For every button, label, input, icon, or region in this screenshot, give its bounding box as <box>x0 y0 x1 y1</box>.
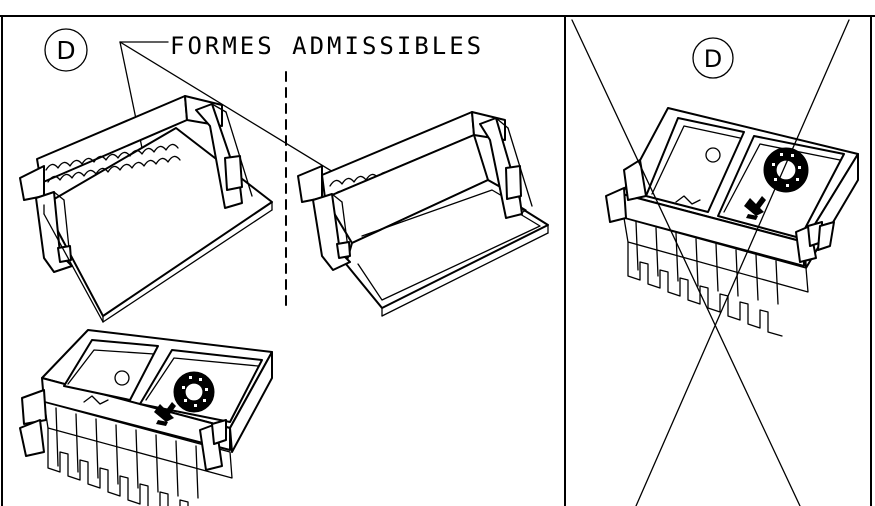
part-open-tray-left <box>19 95 273 323</box>
callout-d-right: D <box>692 37 734 79</box>
rejection-cross <box>571 19 850 506</box>
callout-d-right-text: D <box>704 45 722 73</box>
part-window-tray-middle <box>297 111 549 317</box>
callout-d-left-text: D <box>56 36 75 65</box>
callout-d-left: D <box>44 28 88 72</box>
drawing-frame <box>0 15 875 506</box>
title-formes-admissibles: FORMES ADMISSIBLES <box>170 32 484 60</box>
part-rejected-connector-right <box>605 107 859 337</box>
part-closed-connector-bottom <box>19 329 273 506</box>
